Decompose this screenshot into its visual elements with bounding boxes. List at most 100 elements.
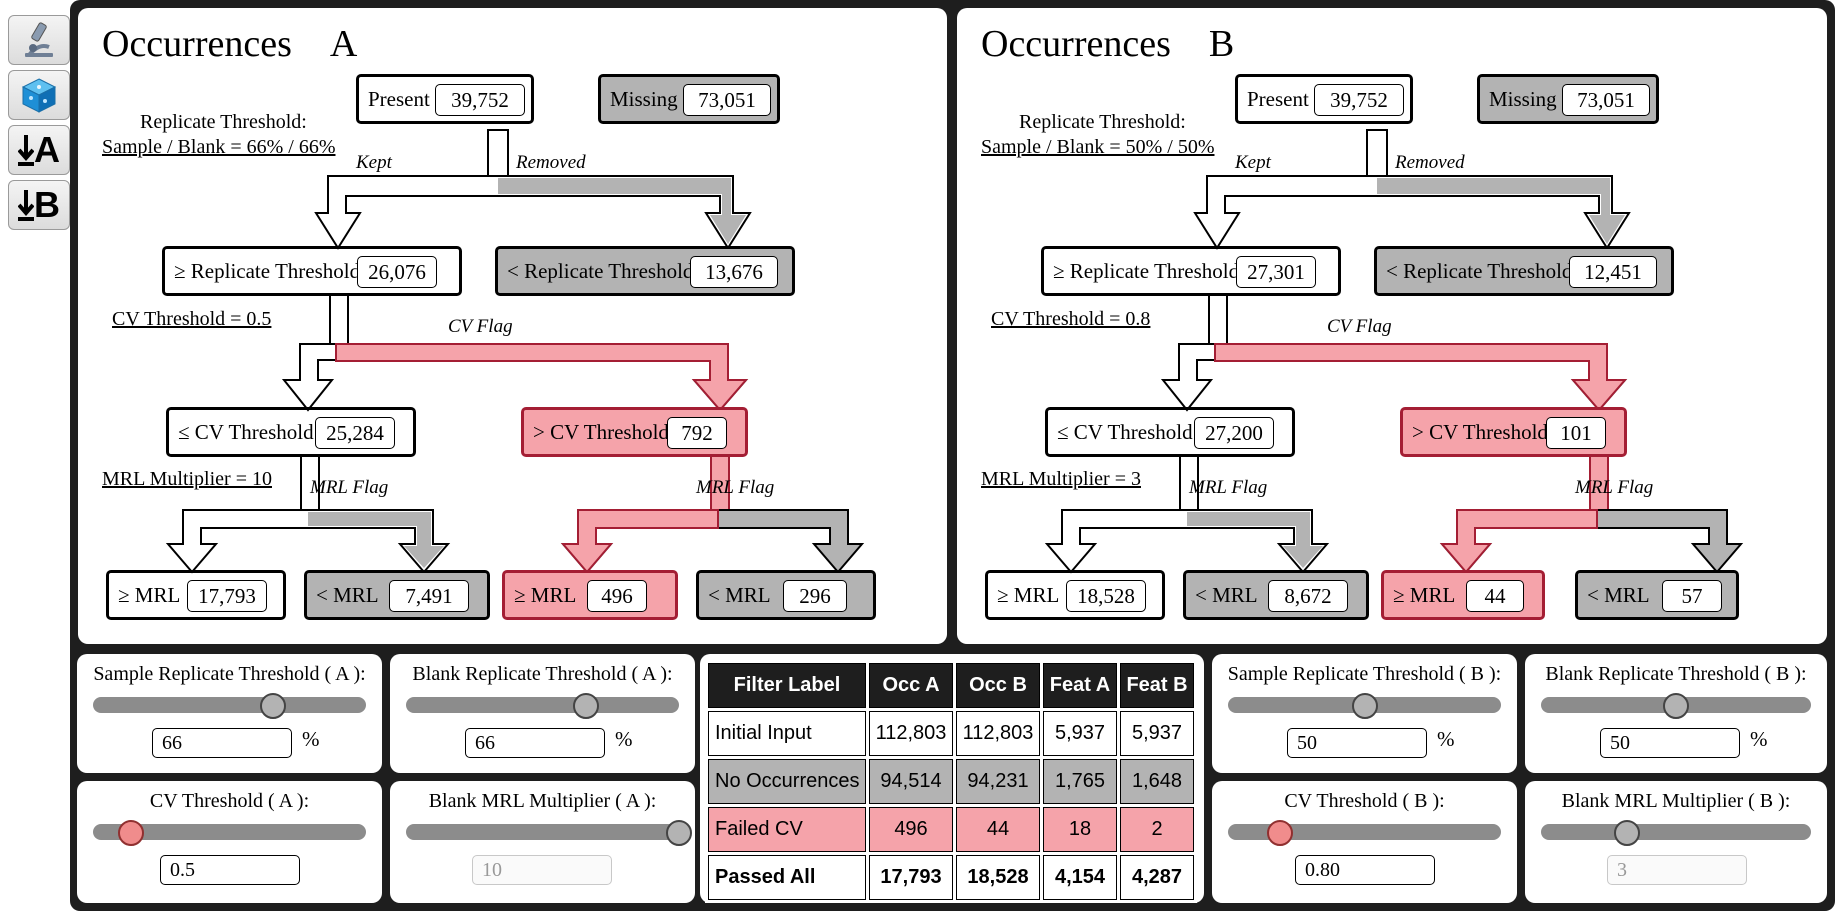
present-value: 39,752 bbox=[435, 84, 525, 116]
value-input[interactable]: 0.80 bbox=[1295, 855, 1435, 885]
cube-button[interactable] bbox=[8, 70, 70, 120]
summary-table: Filter Label Occ A Occ B Feat A Feat B I… bbox=[705, 660, 1197, 903]
a-sample-replicate-control: Sample Replicate Threshold ( A ): 66 % bbox=[77, 654, 382, 773]
a-cv-threshold-control: CV Threshold ( A ): 0.5 bbox=[77, 781, 382, 903]
ge-replicate-value: 27,301 bbox=[1236, 256, 1316, 288]
slider-thumb[interactable] bbox=[666, 820, 692, 846]
cv-threshold-setting: CV Threshold = 0.8 bbox=[991, 308, 1151, 330]
unit-label: % bbox=[615, 727, 633, 751]
kept-label: Kept bbox=[356, 152, 392, 173]
lt-mrl-cv-value: 296 bbox=[783, 580, 847, 612]
table-row: No Occurrences 94,514 94,231 1,765 1,648 bbox=[708, 759, 1194, 804]
value-input[interactable]: 66 bbox=[152, 728, 292, 758]
header-feat-a: Feat A bbox=[1043, 663, 1117, 708]
value-input[interactable]: 50 bbox=[1287, 728, 1427, 758]
cv-threshold-setting: CV Threshold = 0.5 bbox=[112, 308, 272, 330]
gt-cv-value: 792 bbox=[667, 417, 727, 449]
table-row: Passed All 17,793 18,528 4,154 4,287 bbox=[708, 855, 1194, 900]
cell-feat-b: 2 bbox=[1120, 807, 1194, 852]
a-blank-mrl-control: Blank MRL Multiplier ( A ): 10 bbox=[390, 781, 695, 903]
lt-mrl-value: 8,672 bbox=[1268, 580, 1348, 612]
value-input[interactable]: 0.5 bbox=[160, 855, 300, 885]
value-input[interactable]: 50 bbox=[1600, 728, 1740, 758]
table-row: Initial Input 112,803 112,803 5,937 5,93… bbox=[708, 711, 1194, 756]
ge-replicate-box: ≥ Replicate Threshold 27,301 bbox=[1041, 246, 1341, 296]
row-label: No Occurrences bbox=[708, 759, 866, 804]
header-occ-b: Occ B bbox=[956, 663, 1040, 708]
present-box: Present 39,752 bbox=[356, 74, 534, 124]
mrl-flag-label-right: MRL Flag bbox=[1575, 477, 1654, 498]
cell-occ-b: 44 bbox=[956, 807, 1040, 852]
cell-feat-a: 1,765 bbox=[1043, 759, 1117, 804]
slider-thumb[interactable] bbox=[260, 693, 287, 719]
missing-label: Missing bbox=[610, 86, 678, 111]
ge-replicate-box: ≥ Replicate Threshold 26,076 bbox=[162, 246, 462, 296]
cell-feat-a: 18 bbox=[1043, 807, 1117, 852]
gt-cv-box: > CV Threshold 101 bbox=[1400, 407, 1627, 457]
ge-mrl-cv-label: ≥ MRL bbox=[1393, 582, 1456, 607]
b-cv-threshold-control: CV Threshold ( B ): 0.80 bbox=[1212, 781, 1517, 903]
control-label: CV Threshold ( B ): bbox=[1284, 790, 1445, 812]
slider-track[interactable] bbox=[1228, 824, 1501, 840]
slider-thumb[interactable] bbox=[118, 820, 145, 846]
cv-flag-label: CV Flag bbox=[448, 316, 513, 337]
cell-occ-a: 496 bbox=[869, 807, 953, 852]
cell-occ-b: 18,528 bbox=[956, 855, 1040, 900]
download-a-button[interactable]: A bbox=[8, 125, 70, 175]
left-toolbar: A B bbox=[0, 0, 72, 911]
ge-mrl-label: ≥ MRL bbox=[997, 582, 1060, 607]
download-b-button[interactable]: B bbox=[8, 180, 70, 230]
ge-mrl-cv-box: ≥ MRL 44 bbox=[1381, 570, 1545, 620]
mrl-flag-label-right: MRL Flag bbox=[696, 477, 775, 498]
slider-thumb[interactable] bbox=[1614, 820, 1641, 846]
cell-feat-a: 4,154 bbox=[1043, 855, 1117, 900]
missing-value: 73,051 bbox=[683, 84, 771, 116]
ge-mrl-cv-box: ≥ MRL 496 bbox=[502, 570, 678, 620]
missing-label: Missing bbox=[1489, 86, 1557, 111]
ge-mrl-cv-label: ≥ MRL bbox=[514, 582, 577, 607]
gt-cv-label: > CV Threshold bbox=[533, 419, 669, 444]
lt-replicate-value: 13,676 bbox=[690, 256, 778, 288]
control-label: Blank Replicate Threshold ( B ): bbox=[1545, 663, 1807, 685]
flow-arrows-b bbox=[1044, 129, 1744, 574]
slider-thumb[interactable] bbox=[1663, 693, 1689, 719]
slider-track[interactable] bbox=[93, 824, 366, 840]
ge-replicate-label: ≥ Replicate Threshold bbox=[174, 258, 361, 283]
slider-track[interactable] bbox=[406, 824, 679, 840]
title-letter: B bbox=[1208, 23, 1235, 65]
slider-track[interactable] bbox=[93, 697, 366, 713]
lt-mrl-cv-label: < MRL bbox=[708, 582, 771, 607]
lt-mrl-cv-box: < MRL 296 bbox=[696, 570, 876, 620]
missing-value: 73,051 bbox=[1562, 84, 1650, 116]
microscope-button[interactable] bbox=[8, 15, 70, 65]
control-label: Sample Replicate Threshold ( A ): bbox=[93, 663, 366, 685]
title-word: Occurrences bbox=[102, 23, 292, 65]
slider-track[interactable] bbox=[1541, 824, 1811, 840]
control-label: Blank Replicate Threshold ( A ): bbox=[412, 663, 673, 685]
lt-mrl-value: 7,491 bbox=[389, 580, 469, 612]
title-letter: A bbox=[329, 23, 358, 65]
le-cv-label: ≤ CV Threshold bbox=[178, 419, 314, 444]
value-input[interactable]: 66 bbox=[465, 728, 605, 758]
cell-occ-a: 112,803 bbox=[869, 711, 953, 756]
mrl-flag-label-left: MRL Flag bbox=[310, 477, 389, 498]
lt-mrl-box: < MRL 8,672 bbox=[1183, 570, 1369, 620]
slider-thumb[interactable] bbox=[1266, 820, 1293, 846]
slider-thumb[interactable] bbox=[1351, 693, 1378, 719]
slider-track[interactable] bbox=[406, 697, 679, 713]
slider-thumb[interactable] bbox=[573, 693, 600, 719]
le-cv-value: 25,284 bbox=[315, 417, 395, 449]
b-blank-replicate-control: Blank Replicate Threshold ( B ): 50 % bbox=[1525, 654, 1827, 773]
panel-title-a: Occurrences A bbox=[102, 22, 357, 66]
le-cv-box: ≤ CV Threshold 25,284 bbox=[166, 407, 416, 457]
download-icon bbox=[18, 190, 34, 221]
missing-box: Missing 73,051 bbox=[598, 74, 780, 124]
download-b-label: B bbox=[34, 184, 60, 225]
gt-cv-box: > CV Threshold 792 bbox=[521, 407, 748, 457]
control-label: Blank MRL Multiplier ( B ): bbox=[1561, 790, 1791, 812]
ge-mrl-value: 18,528 bbox=[1066, 580, 1146, 612]
kept-label: Kept bbox=[1235, 152, 1271, 173]
a-blank-replicate-control: Blank Replicate Threshold ( A ): 66 % bbox=[390, 654, 695, 773]
present-value: 39,752 bbox=[1314, 84, 1404, 116]
